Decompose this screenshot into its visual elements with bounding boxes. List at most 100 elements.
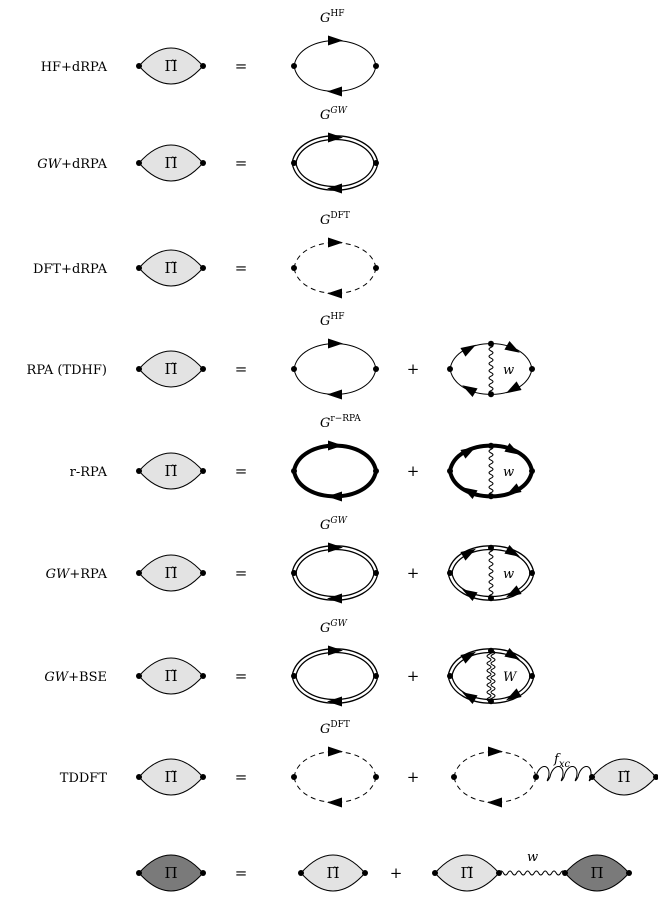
equals-sign: = [235,259,248,277]
vertex-dot [488,698,494,705]
arrow-icon [506,483,522,496]
arrow-icon [506,688,522,701]
arrow-right-icon [328,746,343,757]
vertex-dot [136,774,142,780]
method-label: RPA (TDHF) [27,363,107,378]
bare-bubble-diagram [291,440,379,502]
vertex-dot [529,366,535,372]
kernel-label-sub: xc [559,759,571,770]
vertex-dot [200,63,206,69]
equals-sign: = [235,154,248,172]
propagator-symbol: G [320,621,330,636]
interaction-line [498,870,566,876]
polarizability-symbol: Π̃ [164,57,177,75]
vertex-dot [373,160,379,166]
equals-sign: = [235,360,248,378]
propagator-symbol: G [320,722,330,737]
polarizability-symbol: Π̃ [617,768,630,786]
kernel-label-main: f [553,752,561,767]
method-label-italic: GW [37,157,62,172]
propagator-line [291,135,379,164]
vertex-dot [432,870,438,876]
vertex-dot [136,366,142,372]
interaction-line [488,343,494,395]
method-label: GW+BSE [44,670,107,685]
vertex-dot [447,366,453,372]
vertex-dot [626,870,632,876]
vertex-dot [291,570,297,576]
propagator-superscript: r−RPA [330,414,361,424]
polarizability-symbol: Π [164,864,177,882]
reducible-polarizability: Π [136,854,206,892]
interaction-line [486,650,492,702]
vertex-dot [529,468,535,474]
propagator-line [293,40,377,67]
interaction-line [490,650,496,702]
propagator-label: GDFT [320,720,350,737]
vertex-dot [200,160,206,166]
plus-sign: + [390,864,403,882]
propagator-line-inner [292,675,378,703]
vertex-dot [298,870,304,876]
polarizability-symbol: Π̃ [326,864,339,882]
plus-sign: + [407,360,420,378]
interaction-label: w [527,850,538,865]
vertex-dot [136,160,142,166]
equals-sign: = [235,564,248,582]
vertex-dot [488,391,494,398]
propagator-symbol: G [320,518,330,533]
arrow-left-icon [327,288,342,299]
vertex-dot [200,265,206,271]
equals-sign: = [235,57,248,75]
arrow-left-icon [327,389,342,400]
vertex-dot [488,544,494,551]
equals-sign: = [235,667,248,685]
method-label: r-RPA [70,465,108,480]
interaction-label: W [503,670,518,685]
irreducible-polarizability: Π̃ [589,758,658,796]
polarizability-symbol: Π̃ [164,360,177,378]
arrow-right-icon [328,237,343,248]
vertex-dot [362,870,368,876]
vertex-dot [136,673,142,679]
vertex-dot [589,774,595,780]
vertex-dot [200,570,206,576]
propagator-line [291,572,379,601]
arrow-right-icon [328,440,343,451]
method-label: HF+dRPA [41,60,108,75]
vertex-dot [373,63,379,69]
propagator-label: GGW [320,619,348,636]
bare-bubble-diagram [291,338,379,400]
vertex-dot [373,265,379,271]
vertex-dot [488,340,494,347]
arrow-left-icon [327,696,342,707]
propagator-line [293,267,377,294]
vertex-dot [291,468,297,474]
irreducible-polarizability: Π̃ [136,47,206,85]
bare-bubble-diagram [451,746,539,808]
propagator-line [453,776,537,803]
arrow-icon [460,446,476,459]
vertex-dot [291,265,297,271]
vertex-dot [488,442,494,449]
plus-sign: + [407,462,420,480]
reducible-polarizability: Π [562,854,632,892]
kernel-label: fxc [553,752,570,770]
irreducible-polarizability: Π̃ [136,758,206,796]
vertex-dot [373,774,379,780]
propagator-superscript: DFT [330,211,349,221]
arrow-right-icon [328,542,343,553]
method-label-text: RPA (TDHF) [27,363,107,378]
propagator-superscript: GW [330,516,347,526]
bare-bubble-diagram [291,35,379,97]
arrow-left-icon [327,593,342,604]
vertex-dot [373,366,379,372]
equals-sign: = [235,462,248,480]
xc-kernel-line [535,766,593,782]
